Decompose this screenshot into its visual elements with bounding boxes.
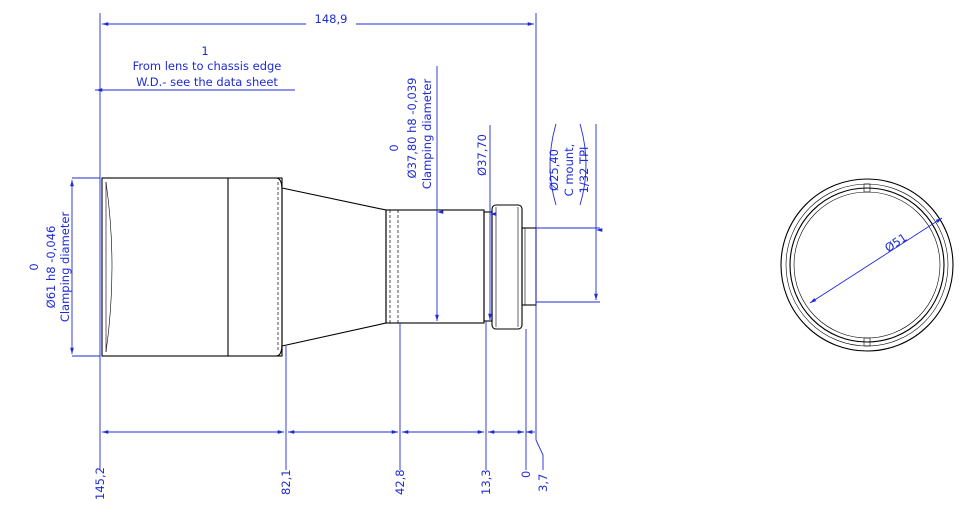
front-glass: [105, 181, 113, 353]
cone-section: [281, 187, 387, 347]
flange: [491, 204, 523, 330]
ordinate-p4: 13,3: [479, 469, 493, 495]
lens-side-view: [101, 177, 537, 357]
mount-type: C mount,: [562, 144, 576, 197]
front-barrel: [101, 177, 283, 357]
ordinate-p1: 145,2: [93, 467, 107, 500]
overall-length-label: 148,9: [315, 12, 348, 26]
c-mount-thread: [521, 227, 537, 306]
ordinate-p5: 0: [519, 471, 533, 478]
ordinate-p3: 42,8: [393, 469, 407, 495]
ordinate-p6: 3,7: [536, 474, 550, 492]
mid-dia-label: Clamping diameter: [420, 79, 434, 190]
end-view-dia: Ø51: [882, 230, 909, 255]
front-dia-value: Ø61 h8 -0,046: [44, 226, 58, 309]
ordinate-p2: 82,1: [279, 469, 293, 495]
dimensions: 148,9 1 From lens to chassis edge W.D.- …: [27, 11, 600, 500]
step-ring: [483, 211, 493, 322]
mount-thread: 1/32 TPI: [577, 147, 591, 194]
mid-barrel: [385, 209, 485, 324]
note-value: 1: [201, 44, 208, 58]
front-dia-tol: 0: [27, 263, 41, 270]
mount-dia-value: Ø25,40: [547, 149, 561, 191]
end-view-outer-ring: [780, 178, 954, 352]
mid-dia-tol: 0: [387, 144, 401, 151]
lens-end-view: Ø51: [780, 178, 954, 352]
mid-dia-value: Ø37,80 h8 -0,039: [405, 78, 419, 179]
note-line1: From lens to chassis edge: [133, 59, 282, 73]
front-dia-label: Clamping diameter: [58, 212, 72, 323]
note-line2: W.D.- see the data sheet: [136, 75, 278, 89]
small-dia-value: Ø37,70: [475, 134, 489, 176]
